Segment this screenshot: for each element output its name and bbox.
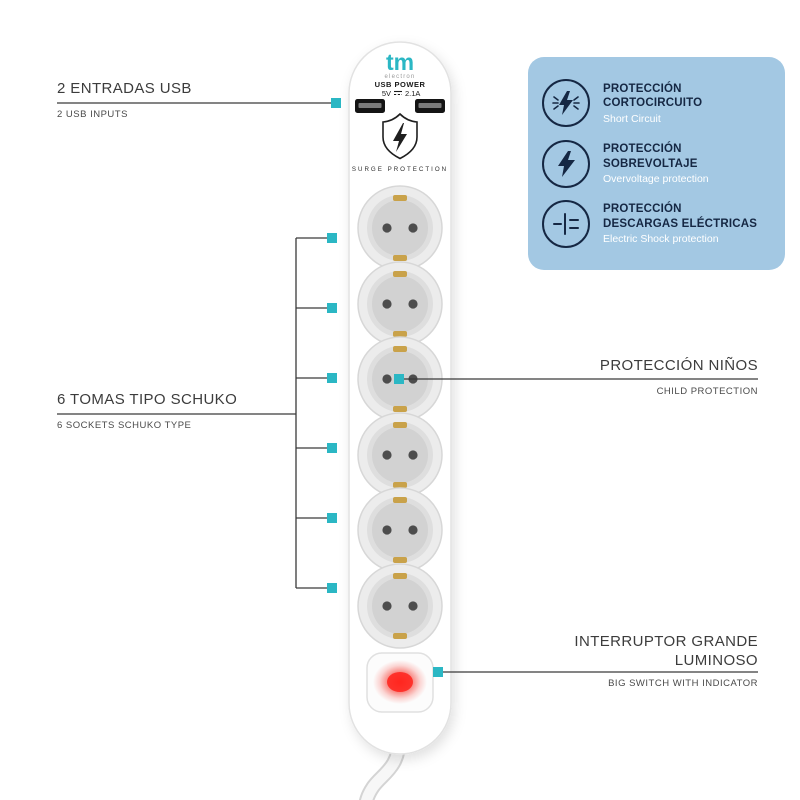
switch-callout-title: INTERRUPTOR GRANDE LUMINOSO <box>574 632 758 670</box>
usb-connector-dot <box>331 98 341 108</box>
switch-callout-title-line1: INTERRUPTOR GRANDE <box>574 633 758 650</box>
power-switch <box>366 652 434 713</box>
short-circuit-icon <box>542 79 590 128</box>
child-callout-title: PROTECCIÓN NIÑOS <box>599 357 758 374</box>
schuko-connector-dots <box>327 233 337 593</box>
schuko-socket-5 <box>357 487 443 573</box>
power-cable-highlight <box>361 734 405 800</box>
protection-title: PROTECCIÓN CORTOCIRCUITO <box>603 82 702 111</box>
protection-item-electric-shock: PROTECCIÓN DESCARGAS ELÉCTRICAS Electric… <box>542 199 771 248</box>
power-strip: tm electron USB POWER 5V 2.1A <box>348 41 452 800</box>
usb-voltage-label: 5V <box>382 89 391 98</box>
protection-item-overvoltage: PROTECCIÓN SOBREVOLTAJE Overvoltage prot… <box>542 139 771 188</box>
protection-title: PROTECCIÓN DESCARGAS ELÉCTRICAS <box>603 202 757 231</box>
switch-connector-dot <box>433 667 443 677</box>
schuko-callout-title: 6 TOMAS TIPO SCHUKO <box>57 391 238 408</box>
electric-shock-icon <box>542 199 590 248</box>
schuko-bracket-line <box>57 237 328 589</box>
protection-panel: PROTECCIÓN CORTOCIRCUITO Short Circuit P… <box>528 57 785 270</box>
surge-protection-label: SURGE PROTECTION <box>352 166 448 173</box>
brand-sub-text: electron <box>385 74 416 80</box>
protection-text-electric-shock: PROTECCIÓN DESCARGAS ELÉCTRICAS Electric… <box>603 202 757 245</box>
switch-callout-subtitle: BIG SWITCH WITH INDICATOR <box>608 678 758 689</box>
switch-callout-title-line2: LUMINOSO <box>674 652 758 669</box>
usb-port-left <box>355 99 385 113</box>
brand-logo-text: tm <box>386 49 414 75</box>
protection-item-short-circuit: PROTECCIÓN CORTOCIRCUITO Short Circuit <box>542 79 771 128</box>
usb-power-label: USB POWER <box>375 80 426 89</box>
protection-title-line1: PROTECCIÓN <box>603 203 682 216</box>
child-connector-dot <box>394 374 404 384</box>
schuko-socket-2 <box>357 261 443 347</box>
overvoltage-icon <box>542 139 590 188</box>
usb-callout-title: 2 ENTRADAS USB <box>57 80 192 97</box>
child-callout-subtitle: CHILD PROTECTION <box>656 386 758 397</box>
usb-current-label: 2.1A <box>405 89 420 98</box>
protection-text-overvoltage: PROTECCIÓN SOBREVOLTAJE Overvoltage prot… <box>603 142 709 185</box>
protection-title-line2: SOBREVOLTAJE <box>603 157 698 170</box>
protection-title-line2: CORTOCIRCUITO <box>603 97 703 110</box>
schuko-socket-6 <box>357 563 443 649</box>
dc-symbol-icon <box>394 90 402 96</box>
protection-text-short-circuit: PROTECCIÓN CORTOCIRCUITO Short Circuit <box>603 82 702 125</box>
schuko-socket-1 <box>357 185 443 271</box>
usb-port-right <box>415 99 445 113</box>
protection-subtitle: Overvoltage protection <box>603 172 709 185</box>
schuko-callout-subtitle: 6 SOCKETS SCHUKO TYPE <box>57 420 192 431</box>
usb-callout-subtitle: 2 USB INPUTS <box>57 109 128 120</box>
protection-title: PROTECCIÓN SOBREVOLTAJE <box>603 142 709 171</box>
protection-subtitle: Short Circuit <box>603 112 661 125</box>
schuko-socket-4 <box>357 412 443 498</box>
surge-shield-icon <box>382 112 418 160</box>
protection-title-line1: PROTECCIÓN <box>603 143 682 156</box>
protection-subtitle: Electric Shock protection <box>603 233 719 246</box>
protection-title-line1: PROTECCIÓN <box>603 82 682 95</box>
protection-title-line2: DESCARGAS ELÉCTRICAS <box>603 217 758 230</box>
